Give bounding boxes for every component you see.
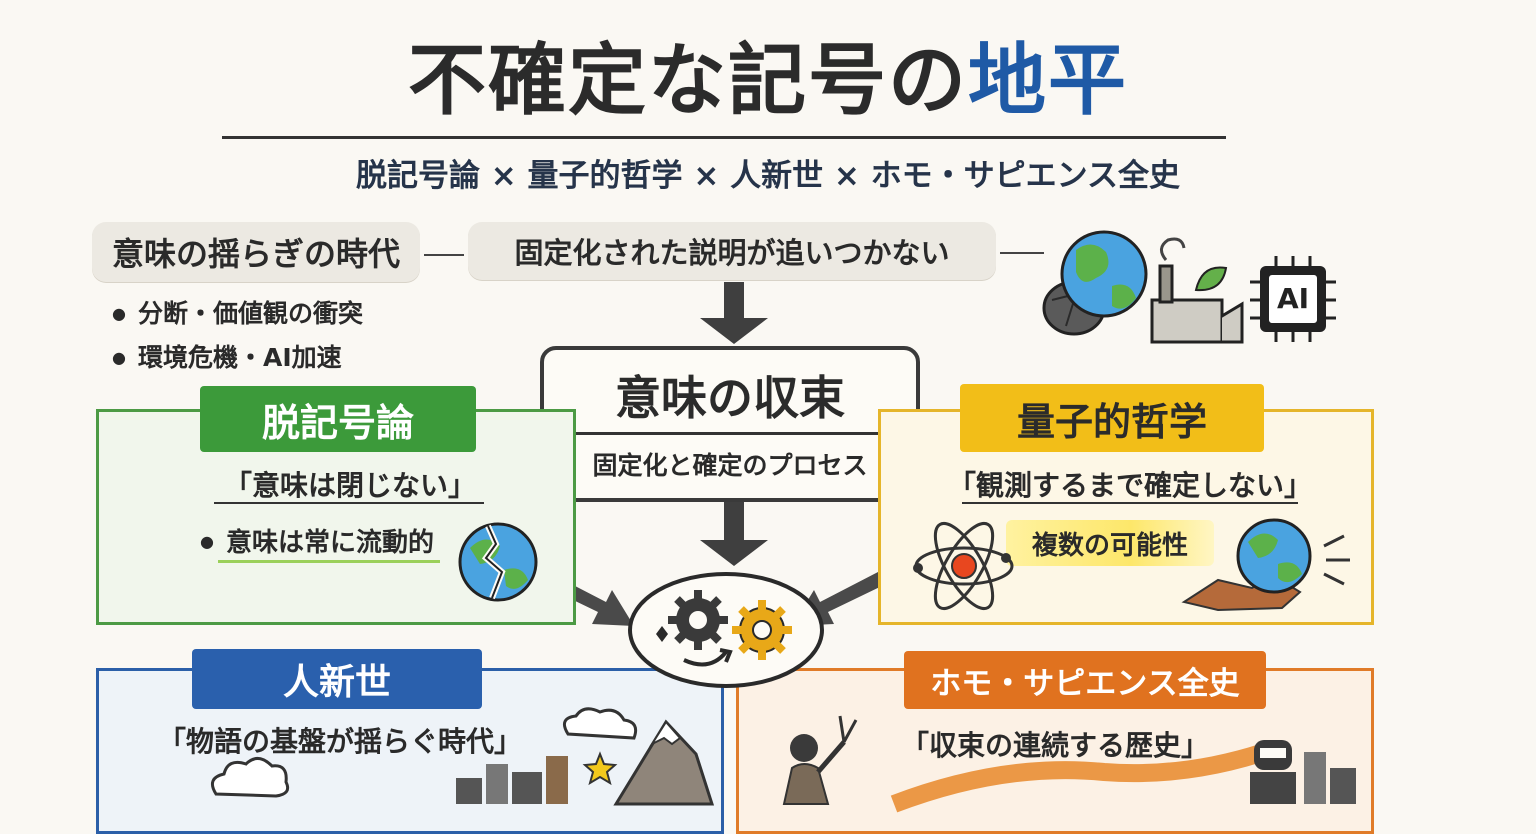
- quote-rule: [214, 502, 484, 504]
- top-bullet-1: 分断・価値観の衝突: [112, 292, 363, 336]
- gear-gold: [732, 600, 792, 660]
- page-title: 不確定な記号の地平: [0, 18, 1536, 130]
- tag-sapiens-history: ホモ・サピエンス全史: [904, 651, 1266, 709]
- ai-chip-icon: AI: [1250, 256, 1336, 342]
- cloud-icon: [562, 707, 638, 740]
- arrow-down-top: [700, 282, 768, 344]
- top-bullet-2: 環境危機・AI加速: [112, 336, 363, 380]
- arrow-down-center: [700, 496, 768, 566]
- city-icon: [456, 756, 568, 804]
- top-bullet-list: 分断・価値観の衝突 環境危機・AI加速: [112, 292, 363, 380]
- tag-anthropocene: 人新世: [192, 649, 482, 709]
- quote-anthropocene: 「物語の基盤が揺らぐ時代」: [157, 725, 522, 758]
- cloud-icon: [210, 757, 290, 798]
- title-rule: [222, 136, 1226, 139]
- robot-icon: [1250, 740, 1296, 804]
- gears-icon: [628, 572, 824, 688]
- highlight-underline: [218, 560, 440, 563]
- title-main: 不確定な記号の: [407, 36, 968, 126]
- center-title: 意味の収束: [615, 371, 845, 425]
- factory-icon: [1150, 237, 1244, 344]
- globe-icon: [1060, 230, 1148, 318]
- title-accent: 地平: [968, 36, 1129, 126]
- lag-label: 固定化された説明が追いつかない: [468, 222, 996, 280]
- sapiens-illustration: [782, 715, 1356, 813]
- star-icon: [582, 751, 618, 786]
- anthropocene-illustration: [210, 707, 715, 806]
- connector-line: [424, 254, 464, 256]
- leaf-icon: [1194, 266, 1228, 292]
- city-icon: [1304, 752, 1356, 804]
- connector-line: [1000, 252, 1044, 254]
- ai-chip-label: AI: [1277, 282, 1309, 315]
- quote-sapiens-history: 「収束の連続する歴史」: [900, 729, 1209, 762]
- tag-quantum-philosophy: 量子的哲学: [960, 384, 1264, 452]
- quote-rule: [962, 502, 1298, 504]
- cracked-ground-globe: [1181, 518, 1350, 612]
- era-label: 意味の揺らぎの時代: [92, 222, 420, 282]
- center-subtitle: 固定化と確定のプロセス: [592, 451, 868, 480]
- gear-dark: [668, 590, 728, 650]
- bullet-post-semiotics: 意味は常に流動的: [200, 522, 434, 559]
- quote-quantum-philosophy: 「観測するまで確定しない」: [947, 469, 1312, 502]
- highlight-multiple-possibilities: 複数の可能性: [1006, 520, 1214, 566]
- tag-post-semiotics: 脱記号論: [200, 386, 476, 452]
- human-figure-icon: [782, 715, 858, 805]
- cracked-globe-icon: [458, 522, 538, 602]
- quote-post-semiotics: 「意味は閉じない」: [223, 469, 476, 502]
- center-box: [540, 346, 920, 502]
- atom-icon: [913, 521, 1014, 611]
- center-rule: [566, 432, 884, 435]
- subtitle: 脱記号論 × 量子的哲学 × 人新世 × ホモ・サピエンス全史: [355, 158, 1181, 194]
- top-illustration: AI: [1042, 230, 1336, 344]
